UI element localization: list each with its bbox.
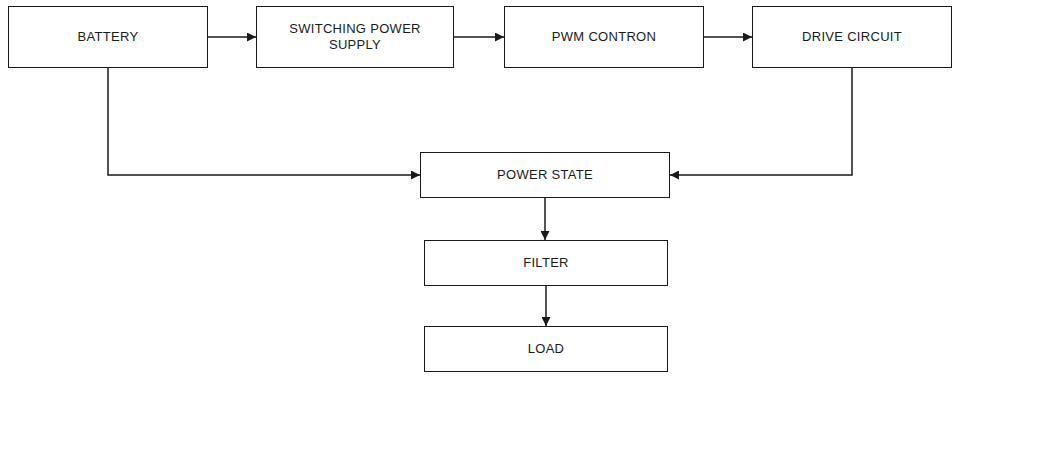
box-label: BATTERY [78,29,139,45]
text-stack: FILTER [523,255,569,271]
flow-arrow [545,286,547,326]
process-box: FILTER [424,240,668,286]
box-label: PWM CONTRON [552,29,656,45]
text-stack: PWM CONTRON [552,29,656,45]
process-box: DRIVE CIRCUIT [752,6,952,68]
flow-arrow [108,68,420,175]
text-stack: POWER STATE [497,167,593,183]
flow-arrow [670,68,852,175]
process-box: SWITCHING POWER SUPPLY [256,6,454,68]
text-stack: BATTERY [78,29,139,45]
box-label: SWITCHING POWER SUPPLY [267,21,443,54]
process-box: POWER STATE [420,152,670,198]
box-label: DRIVE CIRCUIT [802,29,902,45]
text-stack: DRIVE CIRCUIT [802,29,902,45]
flow-arrow [704,36,752,38]
flow-arrow [544,198,546,240]
box-label: LOAD [528,341,565,357]
text-stack: SWITCHING POWER SUPPLY [267,21,443,54]
text-stack: LOAD [528,341,565,357]
process-box: LOAD [424,326,668,372]
flow-arrow [208,36,256,38]
box-label: FILTER [523,255,569,271]
box-label: POWER STATE [497,167,593,183]
flow-arrow [454,36,504,38]
process-box: BATTERY [8,6,208,68]
process-box: PWM CONTRON [504,6,704,68]
